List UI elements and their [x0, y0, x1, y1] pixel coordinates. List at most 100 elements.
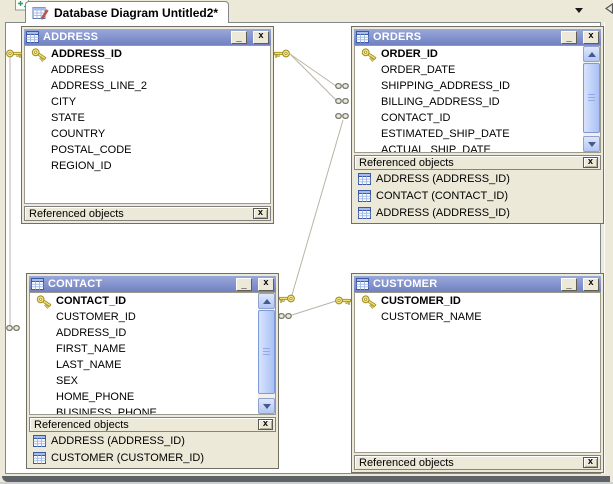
close-button[interactable]: x — [583, 30, 599, 44]
field-row[interactable]: ADDRESS — [51, 64, 105, 76]
link-icon[interactable] — [335, 83, 349, 89]
referenced-object-item[interactable]: ADDRESS (ADDRESS_ID) — [29, 432, 276, 449]
contact-scrollbar[interactable] — [258, 293, 275, 414]
table-icon — [358, 173, 371, 185]
referenced-objects-label: Referenced objects — [359, 156, 454, 169]
customer-titlebar[interactable]: CUSTOMER _ x — [354, 276, 601, 292]
field-row[interactable]: FIRST_NAME — [56, 343, 126, 355]
close-button[interactable]: x — [258, 277, 274, 291]
field-row[interactable]: ACTUAL_SHIP_DATE — [381, 144, 491, 153]
field-row[interactable]: ADDRESS_LINE_2 — [51, 80, 147, 92]
field-row[interactable]: SHIPPING_ADDRESS_ID — [381, 80, 510, 92]
key-icon — [35, 293, 53, 309]
link-icon[interactable] — [278, 313, 292, 319]
scroll-down-icon[interactable] — [583, 136, 600, 152]
referenced-objects-bar[interactable]: Referenced objects x — [354, 155, 601, 170]
field-row[interactable]: ORDER_DATE — [381, 64, 456, 76]
referenced-object-item[interactable]: CONTACT (CONTACT_ID) — [354, 187, 601, 204]
scrollbar-thumb[interactable] — [258, 310, 275, 394]
orders-scrollbar[interactable] — [583, 46, 600, 152]
key-icon — [360, 293, 378, 309]
link-icon[interactable] — [335, 98, 349, 104]
referenced-objects-close-button[interactable]: x — [253, 208, 268, 219]
tab-database-diagram[interactable]: Database Diagram Untitled2* — [25, 1, 230, 23]
referenced-objects-bar[interactable]: Referenced objects x — [29, 417, 276, 432]
field-row[interactable]: BUSINESS_PHONE — [56, 407, 157, 415]
scrollbar-thumb[interactable] — [583, 63, 600, 133]
minimize-button[interactable]: _ — [236, 277, 252, 291]
table-icon — [356, 278, 369, 290]
key-icon[interactable] — [6, 49, 22, 58]
field-row[interactable]: ORDER_ID — [355, 46, 600, 62]
dropdown-arrow-icon[interactable] — [575, 8, 583, 13]
address-field-list: ADDRESS_ID ADDRESS ADDRESS_LINE_2 CITY S… — [24, 45, 271, 204]
field-row[interactable]: POSTAL_CODE — [51, 144, 132, 156]
contact-titlebar[interactable]: CONTACT _ x — [29, 276, 276, 292]
field-row[interactable]: CITY — [51, 96, 77, 108]
field-row[interactable]: COUNTRY — [51, 128, 106, 140]
window-title: ADDRESS — [43, 31, 99, 43]
field-row[interactable]: SEX — [56, 375, 79, 387]
table-window-orders[interactable]: ORDERS _ x ORDER_ID ORDER_DATE SHIPPING_… — [351, 26, 604, 224]
field-row[interactable]: CUSTOMER_ID — [56, 311, 136, 323]
table-icon — [33, 435, 46, 447]
scroll-down-icon[interactable] — [258, 398, 275, 414]
key-icon[interactable] — [279, 294, 295, 303]
field-row[interactable]: CONTACT_ID — [30, 293, 275, 309]
field-row[interactable]: REGION_ID — [51, 160, 112, 172]
window-title: CONTACT — [48, 278, 103, 290]
table-window-address[interactable]: ADDRESS _ x ADDRESS_ID ADDRESS ADDRESS_L… — [21, 26, 274, 224]
address-titlebar[interactable]: ADDRESS _ x — [24, 29, 271, 45]
scroll-up-icon[interactable] — [583, 46, 600, 62]
field-row[interactable]: CUSTOMER_NAME — [381, 311, 482, 323]
table-icon — [33, 452, 46, 464]
close-button[interactable]: x — [253, 30, 269, 44]
close-button[interactable]: x — [583, 277, 599, 291]
field-row[interactable]: HOME_PHONE — [56, 391, 135, 403]
minimize-button[interactable]: _ — [231, 30, 247, 44]
table-icon — [356, 31, 369, 43]
field-row[interactable]: STATE — [51, 112, 85, 124]
field-row[interactable]: ESTIMATED_SHIP_DATE — [381, 128, 510, 140]
key-icon[interactable] — [274, 49, 290, 58]
orders-titlebar[interactable]: ORDERS _ x — [354, 29, 601, 45]
referenced-objects-label: Referenced objects — [29, 207, 124, 220]
link-icon[interactable] — [6, 325, 20, 331]
referenced-object-item[interactable]: ADDRESS (ADDRESS_ID) — [354, 204, 601, 221]
orders-field-list: ORDER_ID ORDER_DATE SHIPPING_ADDRESS_ID … — [354, 45, 601, 153]
window-title: CUSTOMER — [373, 278, 438, 290]
contact-field-list: CONTACT_ID CUSTOMER_ID ADDRESS_ID FIRST_… — [29, 292, 276, 415]
relationship-line-orders-contact[interactable] — [291, 119, 344, 296]
field-row[interactable]: CUSTOMER_ID — [355, 293, 600, 309]
referenced-objects-close-button[interactable]: x — [258, 419, 273, 430]
referenced-object-item[interactable]: ADDRESS (ADDRESS_ID) — [354, 170, 601, 187]
link-icon[interactable] — [335, 113, 349, 119]
window-title: ORDERS — [373, 31, 422, 43]
table-window-customer[interactable]: CUSTOMER _ x CUSTOMER_ID CUSTOMER_NAME R… — [351, 273, 604, 473]
diagram-canvas[interactable]: ADDRESS _ x ADDRESS_ID ADDRESS ADDRESS_L… — [5, 22, 604, 474]
referenced-objects-close-button[interactable]: x — [583, 457, 598, 468]
relationship-line-orders-shipping-address[interactable] — [289, 53, 337, 87]
referenced-objects-bar[interactable]: Referenced objects x — [24, 206, 271, 221]
referenced-objects-bar[interactable]: Referenced objects x — [354, 455, 601, 470]
scroll-up-icon[interactable] — [258, 293, 275, 309]
field-row[interactable]: LAST_NAME — [56, 359, 122, 371]
referenced-object-item[interactable]: CUSTOMER (CUSTOMER_ID) — [29, 449, 276, 466]
field-row[interactable]: BILLING_ADDRESS_ID — [381, 96, 500, 108]
tab-title: Database Diagram Untitled2* — [54, 5, 219, 20]
table-window-contact[interactable]: CONTACT _ x CONTACT_ID CUSTOMER_ID ADDRE… — [26, 273, 279, 469]
field-row[interactable]: CONTACT_ID — [381, 112, 451, 124]
key-icon[interactable] — [335, 296, 351, 305]
minimize-button[interactable]: _ — [561, 277, 577, 291]
relationship-line-orders-billing-address[interactable] — [289, 53, 337, 101]
field-row[interactable]: ADDRESS_ID — [25, 46, 270, 62]
frame-bottom — [2, 476, 610, 482]
referenced-objects-close-button[interactable]: x — [583, 157, 598, 168]
minimize-button[interactable]: _ — [561, 30, 577, 44]
frame-highlight — [604, 0, 605, 474]
diagram-tab-icon — [32, 6, 49, 20]
tab-scroll-left-icon[interactable] — [604, 3, 613, 14]
table-icon — [358, 190, 371, 202]
relationship-line-contact-customer[interactable] — [291, 300, 337, 316]
field-row[interactable]: ADDRESS_ID — [56, 327, 127, 339]
